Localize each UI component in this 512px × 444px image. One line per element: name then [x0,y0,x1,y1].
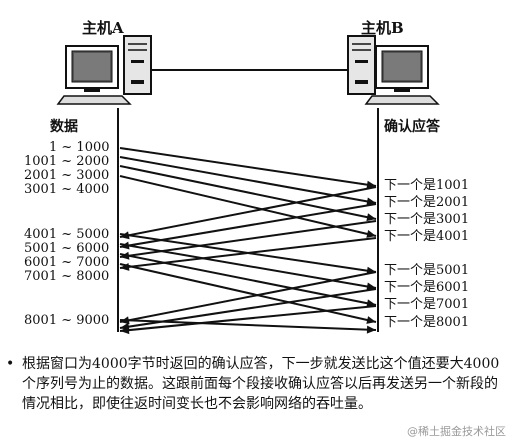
ack-label: 下一个是3001 [384,212,470,227]
host-b-label: 主机B [361,19,404,37]
segment-label: 3001 ~ 4000 [24,182,110,197]
data-heading: 数据 [50,119,78,135]
segment-label: 1 ~ 1000 [49,140,110,155]
data-arrow [119,263,377,323]
message-arrows [119,147,377,335]
data-arrow-head [366,230,376,238]
data-arrow-head [366,299,376,308]
segment-label: 2001 ~ 3000 [24,168,110,183]
ack-label: 下一个是6001 [384,280,470,295]
ack-arrow-head [120,251,130,260]
segment-label: 5001 ~ 6000 [24,241,110,256]
computer-icon-host-b [347,35,440,105]
ack-label: 下一个是2001 [384,195,470,210]
segment-label: 4001 ~ 5000 [24,227,110,242]
data-arrow [119,147,377,187]
ack-arrow [119,203,377,248]
caption-bullet: • [6,356,15,372]
segment-label: 6001 ~ 7000 [24,255,110,270]
segment-label: 7001 ~ 8000 [24,269,110,284]
ack-arrow [119,220,377,258]
ack-arrow [119,186,377,238]
ack-label: 下一个是4001 [384,229,470,244]
ack-heading: 确认应答 [384,119,440,135]
ack-label: 下一个是8001 [384,315,470,330]
ack-arrow-head [120,241,130,250]
caption: • 根据窗口为4000字节时返回的确认应答，下一步就发送比这个值还要大4000个… [6,354,502,414]
ack-arrow [119,288,377,329]
ack-label: 下一个是5001 [384,263,470,278]
ack-label: 下一个是7001 [384,297,470,312]
ack-arrow [119,237,377,269]
ack-arrow-head [120,326,130,335]
ack-arrow [119,271,377,323]
data-arrow-head [366,316,376,324]
computer-icon-host-a [56,35,152,105]
ack-arrow-head [120,316,130,325]
ack-arrow-head [120,262,130,271]
caption-text: 根据窗口为4000字节时返回的确认应答，下一步就发送比这个值还要大4000个序列… [22,356,500,412]
ack-arrow [119,305,377,332]
ack-arrow-head [120,231,130,240]
ack-label: 下一个是1001 [384,178,470,193]
segment-label: 1001 ~ 2000 [24,154,110,169]
data-arrow-head [366,325,376,334]
host-a-label: 主机A [82,19,124,37]
data-arrow-head [366,213,376,222]
watermark: @稀土掘金技术社区 [407,425,506,438]
segment-label: 8001 ~ 9000 [24,313,110,328]
data-arrow-head [366,197,376,206]
